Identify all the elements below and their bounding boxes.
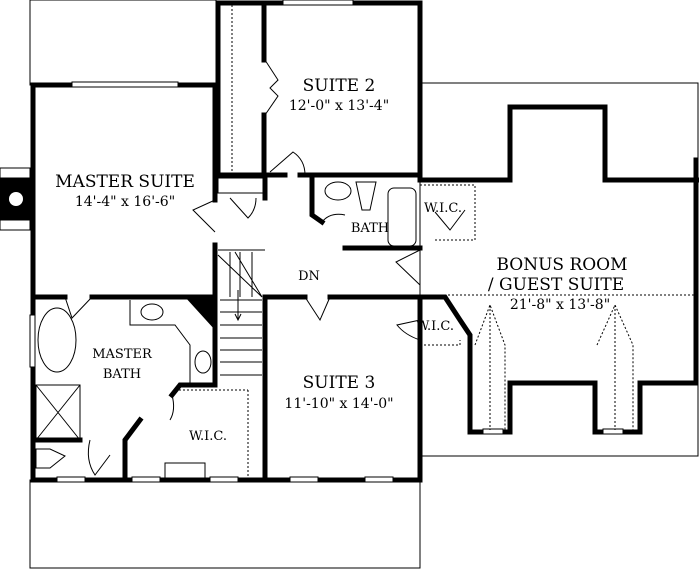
dormer-outline [474, 303, 506, 430]
doors[interactable] [64, 59, 466, 476]
suite3-door [304, 296, 331, 322]
exterior-wall-left-bottom [30, 82, 423, 483]
bathtub-icon [37, 307, 77, 373]
bonus-wall-bottom [417, 157, 699, 435]
master-suite-size: 14'-4" x 16'-6" [75, 194, 175, 210]
wic-label: W.I.C. [189, 429, 227, 444]
window [131, 476, 161, 483]
master-suite-door [192, 199, 216, 233]
wic-shelf [420, 340, 461, 346]
guest-suite-label: / GUEST SUITE [488, 275, 624, 295]
master-suite-label: MASTER SUITE [55, 172, 195, 192]
staircase[interactable] [217, 249, 265, 376]
stairs-down-label: DN [298, 269, 320, 284]
wic-shelf [420, 184, 476, 241]
window [482, 428, 504, 435]
suite3-label: SUITE 3 [303, 373, 376, 393]
linen-door [229, 197, 257, 219]
window [282, 0, 354, 6]
master-wic-wall-left [122, 416, 144, 483]
bonus-wall-top [417, 104, 699, 183]
roof-area-top-left [29, 0, 217, 86]
window [289, 476, 319, 483]
toilet-icon [35, 448, 66, 469]
master-bath-wall-top [30, 242, 218, 300]
wic-door [396, 319, 421, 341]
shower-icon [35, 384, 81, 441]
master-wic-door [169, 394, 175, 421]
windows [29, 0, 624, 483]
sink-icon [194, 350, 212, 374]
bonus-room-size: 21'-8" x 13'-8" [510, 297, 610, 313]
bath-wall [309, 175, 423, 251]
suite2-wall-left [261, 0, 288, 178]
suite2-label: SUITE 2 [303, 76, 376, 96]
window [29, 314, 36, 368]
window [56, 476, 86, 483]
wic-door [434, 209, 466, 231]
bonus-room-label: BONUS ROOM [496, 255, 627, 275]
suite3-size: 11'-10" x 14'-0" [284, 396, 393, 412]
bonus-door [395, 249, 421, 286]
window [209, 476, 239, 483]
wic-label: W.I.C. [416, 319, 454, 334]
linen-shelf [217, 177, 264, 194]
toilet-icon [355, 181, 377, 211]
toilet-door [87, 439, 111, 476]
chimney-flue-icon [9, 192, 23, 206]
window [364, 476, 394, 483]
fixtures [35, 5, 699, 481]
closet-wall [215, 0, 268, 201]
suite2-size: 12'-0" x 13'-4" [289, 98, 389, 114]
bath-door [321, 213, 346, 223]
master-bath-door [64, 296, 93, 319]
bath-label: BATH [351, 221, 389, 236]
suite2-door [269, 151, 306, 176]
roof-area-bottom [29, 479, 421, 569]
wic-label: W.I.C. [424, 201, 462, 216]
sink-icon [140, 303, 164, 321]
window [71, 81, 179, 88]
closet-door [264, 59, 279, 116]
wall-corner-fill [185, 297, 215, 330]
sink-icon [324, 181, 352, 201]
bathtub-icon [387, 187, 417, 247]
vanity-counter [129, 300, 191, 385]
window [602, 428, 624, 435]
master-bath-label-2: BATH [103, 367, 141, 382]
master-bath-label: MASTER [92, 347, 153, 362]
dormer-outline [596, 303, 634, 430]
dresser [164, 462, 206, 481]
